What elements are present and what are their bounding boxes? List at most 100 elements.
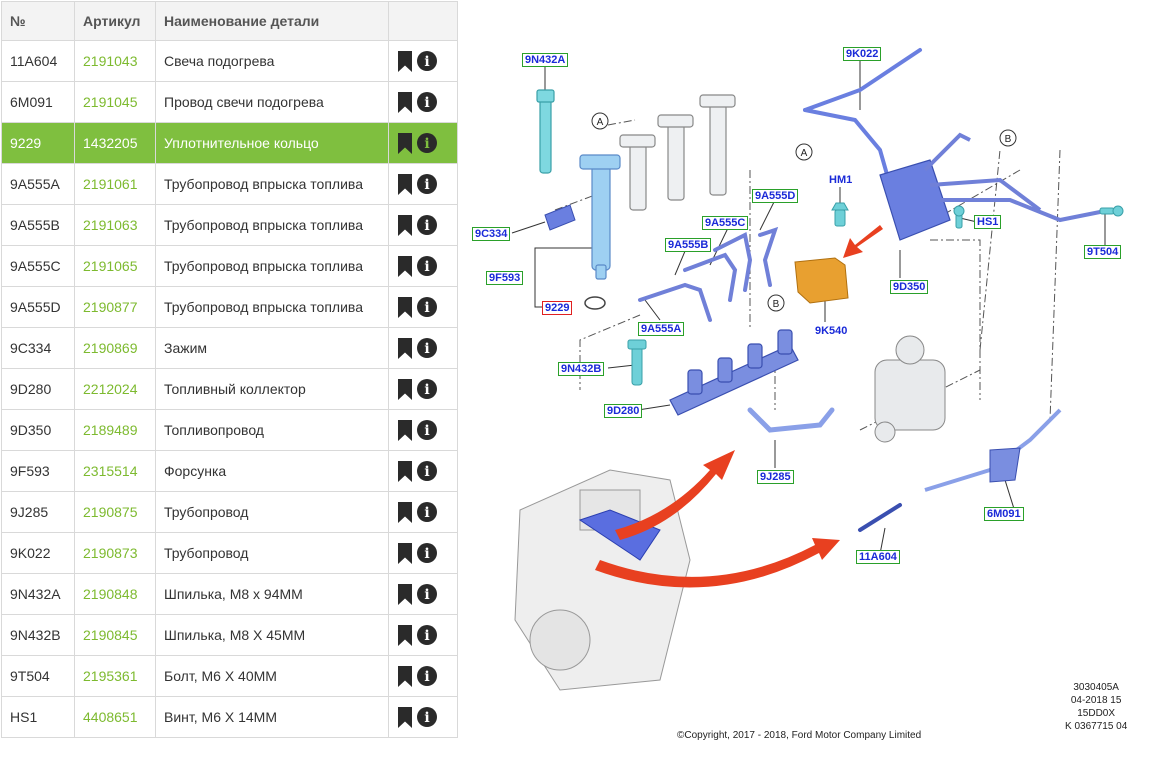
label-6m091[interactable]: 6M091 — [984, 507, 1024, 521]
table-row[interactable]: 9229 1432205 Уплотнительное кольцо i — [1, 122, 458, 164]
bookmark-icon[interactable] — [397, 50, 413, 72]
article-link[interactable]: 2191065 — [74, 245, 156, 287]
info-icon[interactable]: i — [417, 92, 437, 112]
bookmark-icon[interactable] — [397, 132, 413, 154]
label-9c334[interactable]: 9C334 — [472, 227, 511, 241]
article-link[interactable]: 2191045 — [74, 81, 156, 123]
bookmark-icon[interactable] — [397, 419, 413, 441]
table-row[interactable]: HS1 4408651 Винт, M6 X 14MM i — [1, 696, 458, 738]
article-link[interactable]: 2190845 — [74, 614, 156, 656]
table-row[interactable]: 9J285 2190875 Трубопровод i — [1, 491, 458, 533]
bookmark-icon[interactable] — [397, 501, 413, 523]
article-link[interactable]: 2190869 — [74, 327, 156, 369]
table-row[interactable]: 9D280 2212024 Топливный коллектор i — [1, 368, 458, 410]
row-actions: i — [388, 614, 458, 656]
label-9j285[interactable]: 9J285 — [757, 470, 794, 484]
info-icon[interactable]: i — [417, 338, 437, 358]
column-header-article[interactable]: Артикул — [74, 1, 156, 41]
label-9a555b[interactable]: 9A555B — [665, 238, 712, 252]
bookmark-icon[interactable] — [397, 706, 413, 728]
label-9a555c[interactable]: 9A555C — [702, 216, 749, 230]
info-icon[interactable]: i — [417, 256, 437, 276]
table-row[interactable]: 9A555A 2191061 Трубопровод впрыска топли… — [1, 163, 458, 205]
bookmark-icon[interactable] — [397, 460, 413, 482]
label-9d350[interactable]: 9D350 — [890, 280, 929, 294]
info-icon[interactable]: i — [417, 379, 437, 399]
article-link[interactable]: 2191043 — [74, 40, 156, 82]
info-icon[interactable]: i — [417, 543, 437, 563]
info-icon[interactable]: i — [417, 584, 437, 604]
article-link[interactable]: 2189489 — [74, 409, 156, 451]
label-9a555d[interactable]: 9A555D — [752, 189, 799, 203]
info-icon[interactable]: i — [417, 625, 437, 645]
article-link[interactable]: 2190848 — [74, 573, 156, 615]
article-link[interactable]: 2191063 — [74, 204, 156, 246]
bookmark-icon[interactable] — [397, 378, 413, 400]
part-number: 9A555D — [1, 286, 75, 328]
label-hm1[interactable]: HM1 — [829, 174, 853, 186]
row-actions: i — [388, 327, 458, 369]
article-link[interactable]: 2190875 — [74, 491, 156, 533]
info-icon[interactable]: i — [417, 420, 437, 440]
label-9n432b[interactable]: 9N432B — [558, 362, 605, 376]
bookmark-icon[interactable] — [397, 296, 413, 318]
label-9k540[interactable]: 9K540 — [815, 325, 848, 337]
info-icon[interactable]: i — [417, 174, 437, 194]
part-name: Болт, M6 X 40MM — [155, 655, 389, 697]
table-row[interactable]: 9N432B 2190845 Шпилька, M8 X 45MM i — [1, 614, 458, 656]
table-row[interactable]: 9A555D 2190877 Трубопровод впрыска топли… — [1, 286, 458, 328]
bookmark-icon[interactable] — [397, 173, 413, 195]
label-9a555a[interactable]: 9A555A — [638, 322, 685, 336]
table-row[interactable]: 9A555B 2191063 Трубопровод впрыска топли… — [1, 204, 458, 246]
table-row[interactable]: 9N432A 2190848 Шпилька, M8 x 94MM i — [1, 573, 458, 615]
article-link[interactable]: 4408651 — [74, 696, 156, 738]
info-icon[interactable]: i — [417, 502, 437, 522]
part-name: Зажим — [155, 327, 389, 369]
bookmark-icon[interactable] — [397, 337, 413, 359]
article-link[interactable]: 2212024 — [74, 368, 156, 410]
article-link[interactable]: 2315514 — [74, 450, 156, 492]
label-9n432a[interactable]: 9N432A — [522, 53, 569, 67]
column-header-number[interactable]: № — [1, 1, 75, 41]
info-icon[interactable]: i — [417, 666, 437, 686]
bookmark-icon[interactable] — [397, 665, 413, 687]
table-row[interactable]: 9A555C 2191065 Трубопровод впрыска топли… — [1, 245, 458, 287]
table-row[interactable]: 9D350 2189489 Топливопровод i — [1, 409, 458, 451]
label-hs1[interactable]: HS1 — [974, 215, 1002, 229]
part-number: 9J285 — [1, 491, 75, 533]
label-9d280[interactable]: 9D280 — [604, 404, 643, 418]
table-row[interactable]: 6M091 2191045 Провод свечи подогрева i — [1, 81, 458, 123]
label-9229[interactable]: 9229 — [542, 301, 573, 315]
article-link[interactable]: 1432205 — [74, 122, 156, 164]
table-row[interactable]: 9C334 2190869 Зажим i — [1, 327, 458, 369]
article-link[interactable]: 2190877 — [74, 286, 156, 328]
info-icon[interactable]: i — [417, 51, 437, 71]
article-link[interactable]: 2190873 — [74, 532, 156, 574]
label-9t504[interactable]: 9T504 — [1084, 245, 1122, 259]
label-11a604[interactable]: 11A604 — [856, 550, 900, 564]
table-row[interactable]: 9K022 2190873 Трубопровод i — [1, 532, 458, 574]
info-icon[interactable]: i — [417, 133, 437, 153]
info-icon[interactable]: i — [417, 215, 437, 235]
bookmark-icon[interactable] — [397, 214, 413, 236]
bookmark-icon[interactable] — [397, 583, 413, 605]
bookmark-icon[interactable] — [397, 542, 413, 564]
table-row[interactable]: 9F593 2315514 Форсунка i — [1, 450, 458, 492]
bookmark-icon[interactable] — [397, 624, 413, 646]
info-icon[interactable]: i — [417, 297, 437, 317]
label-9f593[interactable]: 9F593 — [486, 271, 524, 285]
info-icon[interactable]: i — [417, 461, 437, 481]
part-number: HS1 — [1, 696, 75, 738]
part-name: Свеча подогрева — [155, 40, 389, 82]
table-row[interactable]: 9T504 2195361 Болт, M6 X 40MM i — [1, 655, 458, 697]
column-header-name[interactable]: Наименование детали — [155, 1, 389, 41]
bookmark-icon[interactable] — [397, 255, 413, 277]
label-9k022[interactable]: 9K022 — [843, 47, 882, 61]
info-icon[interactable]: i — [417, 707, 437, 727]
table-row[interactable]: 11A604 2191043 Свеча подогрева i — [1, 40, 458, 82]
svg-text:i: i — [424, 177, 429, 193]
article-link[interactable]: 2191061 — [74, 163, 156, 205]
bookmark-icon[interactable] — [397, 91, 413, 113]
svg-text:i: i — [424, 710, 429, 726]
article-link[interactable]: 2195361 — [74, 655, 156, 697]
